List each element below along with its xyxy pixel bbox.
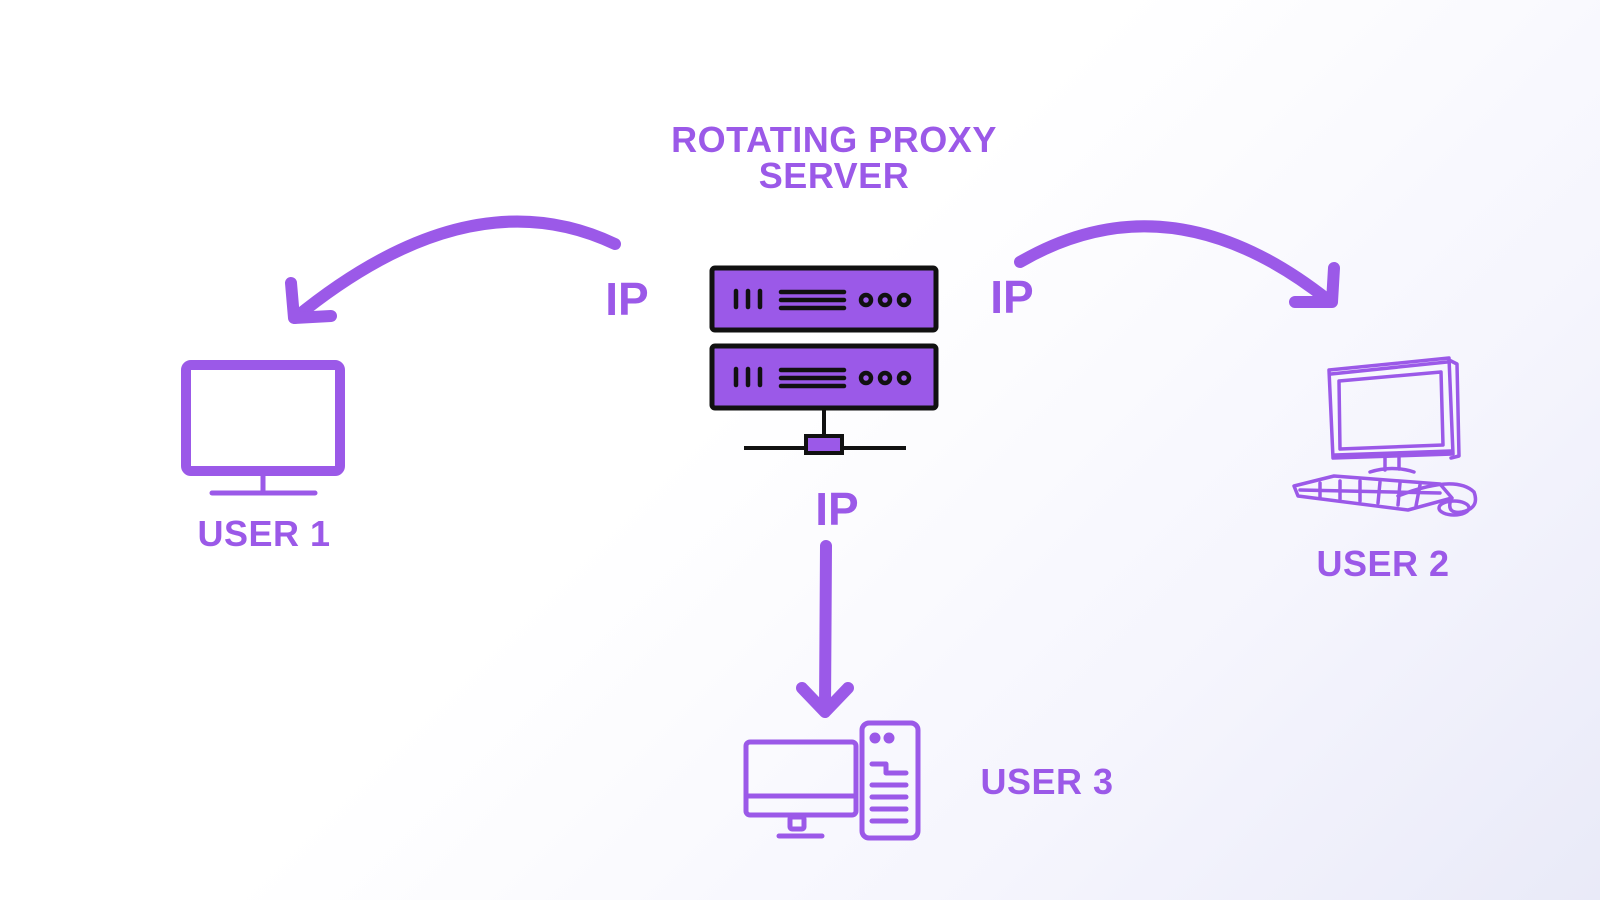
- monitor-icon: [181, 360, 345, 496]
- ip-label-right: IP: [990, 271, 1033, 323]
- arrow-to-user-3: [796, 540, 854, 718]
- arrow-to-user-2: [1014, 220, 1340, 308]
- user-2-label: USER 2: [1316, 543, 1449, 584]
- desktop-with-tower-icon: [743, 720, 921, 841]
- arrow-to-user-1: [285, 215, 621, 324]
- diagram-title-line-1: ROTATING PROXY: [671, 119, 997, 160]
- desktop-computer-sketch-icon: [1292, 356, 1478, 517]
- user-1-label: USER 1: [197, 513, 330, 554]
- diagram-title-line-2: SERVER: [759, 155, 909, 196]
- ip-label-bottom: IP: [815, 483, 858, 535]
- ip-label-left: IP: [605, 273, 648, 325]
- user-3-label: USER 3: [980, 761, 1113, 802]
- server-rack-icon: [709, 265, 939, 455]
